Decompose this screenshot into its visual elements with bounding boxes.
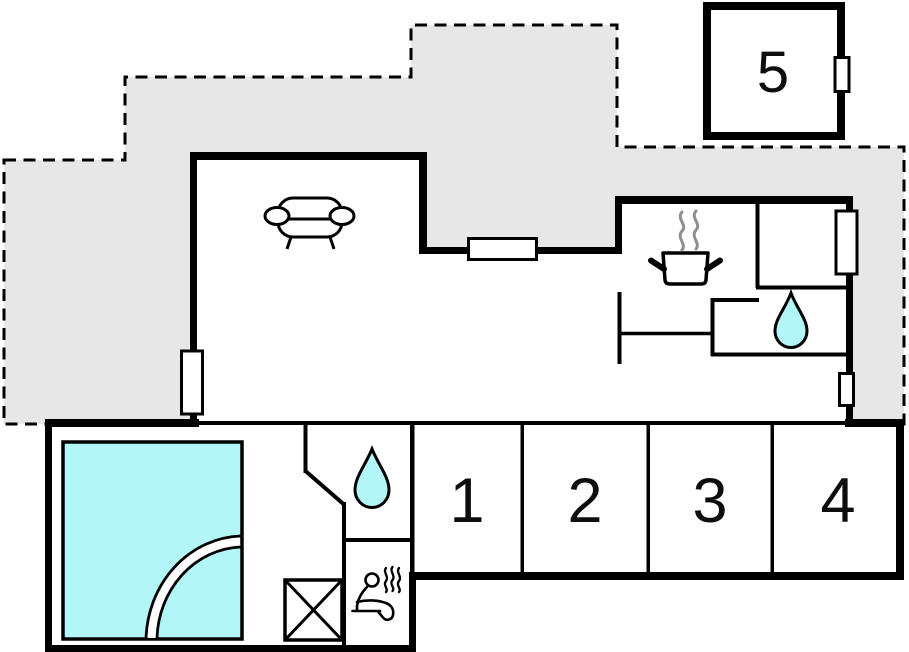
wall — [615, 197, 622, 254]
wall — [896, 419, 904, 580]
wall — [410, 423, 415, 573]
sauna-person-icon — [351, 572, 395, 622]
room-label-4: 4 — [820, 466, 855, 536]
wall — [190, 152, 197, 427]
wall — [409, 572, 416, 652]
wall — [646, 423, 650, 573]
kitchen-steam-icon — [678, 209, 700, 252]
window — [834, 209, 859, 276]
room-label-1: 1 — [449, 466, 484, 536]
window — [180, 349, 204, 416]
main-house-floor — [197, 155, 850, 423]
room-label-3: 3 — [692, 466, 727, 536]
wall-chamfer — [304, 469, 346, 507]
wall — [846, 196, 853, 427]
sauna-steam-icon — [383, 565, 402, 594]
wall — [770, 423, 774, 573]
room-label-5: 5 — [757, 40, 789, 105]
wall — [342, 538, 412, 542]
water-drop-icon — [773, 288, 809, 349]
wall — [710, 298, 715, 356]
wall — [845, 419, 903, 427]
pool-divider-arc-outer — [144, 534, 241, 640]
wall — [342, 502, 346, 652]
wall — [303, 423, 308, 473]
window — [467, 237, 538, 261]
wall — [412, 572, 903, 580]
crossed-square-icon — [283, 578, 344, 642]
wall — [711, 298, 759, 302]
wall — [419, 152, 427, 254]
bedroom-strip-floor — [412, 423, 903, 580]
windows — [180, 56, 859, 416]
wall — [520, 423, 524, 573]
window — [833, 56, 851, 93]
swimming-pool — [61, 440, 244, 641]
window — [838, 372, 855, 407]
wall — [615, 196, 853, 204]
pool-divider-arc-inner — [155, 545, 241, 640]
cooking-pot-icon — [648, 251, 723, 286]
water-drop-icon — [353, 445, 391, 509]
sofa-icon — [263, 196, 356, 250]
pool-divider-arc-band — [146, 536, 241, 639]
wall — [190, 152, 427, 160]
dining-table-icon — [617, 292, 711, 364]
room-label-2: 2 — [567, 466, 602, 536]
wall — [45, 419, 52, 652]
wall — [756, 285, 846, 290]
wall — [45, 419, 199, 427]
wall — [755, 200, 760, 288]
wall — [45, 645, 416, 652]
wall — [711, 352, 846, 357]
